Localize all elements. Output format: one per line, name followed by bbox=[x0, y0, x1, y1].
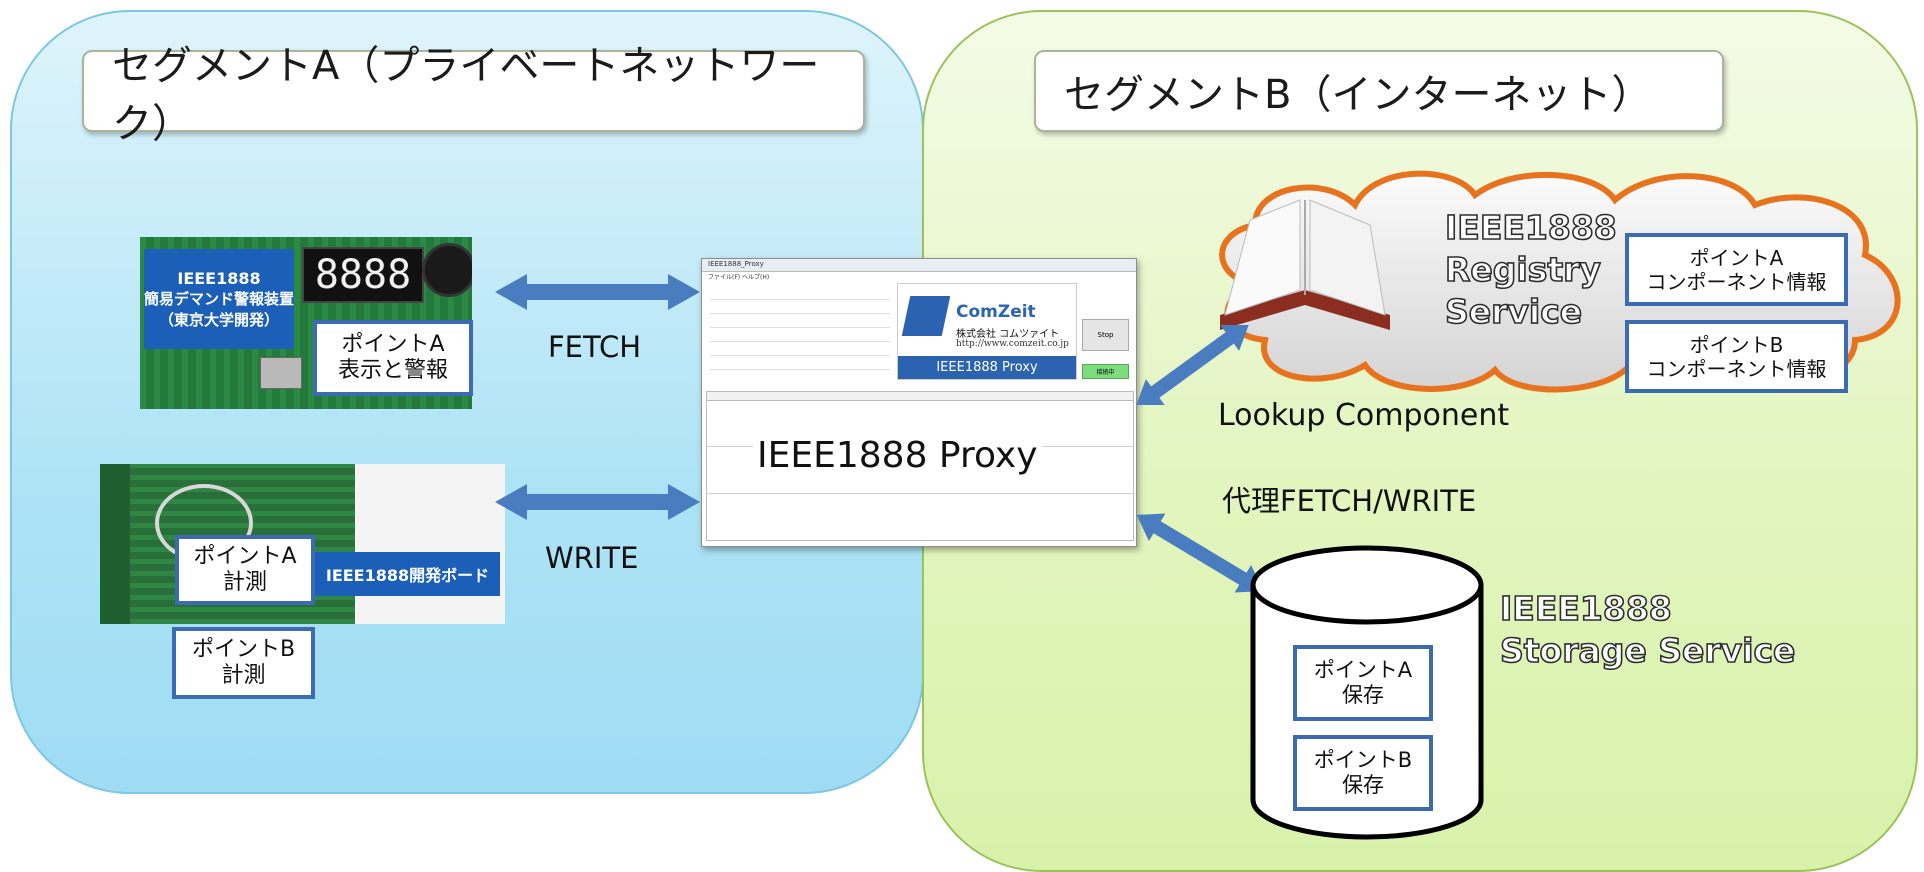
proxy-center-label: IEEE1888 Proxy bbox=[753, 435, 1042, 476]
board-label-a-line2: 簡易デマンド警報装置 bbox=[144, 289, 295, 308]
proxy-fetch-write-label: 代理FETCH/WRITE bbox=[1222, 484, 1477, 518]
segment-a-title: セグメントA（プライベートネットワーク） bbox=[82, 43, 865, 147]
storage-point-a-line1: ポイントA bbox=[1313, 657, 1413, 682]
board-label-a-line1: IEEE1888 bbox=[177, 268, 261, 288]
segment-b-title: セグメントB（インターネット） bbox=[1034, 50, 1724, 132]
proxy-app-window: IEEE1888_Proxy ファイル(F) ヘルプ(H) ComZeit 株式… bbox=[701, 258, 1137, 547]
write-label: WRITE bbox=[545, 541, 639, 575]
comzeit-brand: ComZeit bbox=[956, 302, 1036, 322]
point-b-measure-line2: 計測 bbox=[221, 663, 266, 688]
registry-point-b-box: ポイントB コンポーネント情報 bbox=[1625, 320, 1848, 393]
proxy-menu-bar: ファイル(F) ヘルプ(H) bbox=[708, 274, 770, 281]
storage-point-b-line2: 保存 bbox=[1342, 773, 1384, 797]
storage-point-b-line1: ポイントB bbox=[1313, 747, 1413, 772]
registry-title-line2: Registry bbox=[1444, 249, 1602, 290]
seven-segment-display: 8888 bbox=[302, 247, 424, 303]
board-label-a: IEEE1888 簡易デマンド警報装置 （東京大学開発） bbox=[144, 249, 294, 349]
registry-title: IEEE1888 Registry Service bbox=[1444, 207, 1617, 334]
proxy-settings-form bbox=[710, 289, 890, 384]
storage-title-line1: IEEE1888 bbox=[1499, 588, 1672, 629]
point-a-display-line1: ポイントA bbox=[341, 331, 445, 357]
proxy-fetch-write-arrow bbox=[1136, 513, 1264, 593]
storage-point-a-box: ポイントA 保存 bbox=[1293, 645, 1433, 721]
fetch-arrow bbox=[495, 274, 700, 310]
storage-point-a-line2: 保存 bbox=[1342, 683, 1384, 707]
board-label-a-line3: （東京大学開発） bbox=[158, 310, 279, 329]
fetch-label: FETCH bbox=[548, 330, 642, 364]
point-a-display-alarm-box: ポイントA 表示と警報 bbox=[313, 320, 473, 396]
point-a-measure-box: ポイントA 計測 bbox=[175, 535, 315, 605]
point-a-measure-line1: ポイントA bbox=[193, 543, 297, 569]
proxy-window-title: IEEE1888_Proxy bbox=[708, 260, 764, 268]
write-arrow bbox=[495, 484, 700, 520]
registry-point-a-box: ポイントA コンポーネント情報 bbox=[1625, 233, 1848, 306]
registry-point-a-line2: コンポーネント情報 bbox=[1646, 269, 1827, 294]
buzzer-icon bbox=[422, 243, 472, 297]
stop-button[interactable]: Stop bbox=[1082, 319, 1129, 351]
dev-board-label: IEEE1888開発ボード bbox=[315, 552, 500, 596]
point-a-measure-line2: 計測 bbox=[222, 570, 267, 595]
lookup-arrow bbox=[1135, 325, 1250, 405]
registry-point-b-line1: ポイントB bbox=[1689, 332, 1784, 357]
connector-icon bbox=[260, 357, 302, 389]
registry-point-a-line1: ポイントA bbox=[1689, 245, 1784, 270]
comzeit-company: 株式会社 コムツァイト bbox=[956, 329, 1060, 340]
comzeit-mark-icon bbox=[901, 296, 951, 336]
point-b-measure-line1: ポイントB bbox=[191, 636, 296, 662]
registry-title-line1: IEEE1888 bbox=[1444, 207, 1617, 248]
proxy-banner: IEEE1888 Proxy bbox=[898, 356, 1076, 379]
comzeit-url: http://www.comzeit.co.jp bbox=[956, 339, 1069, 349]
point-b-measure-box: ポイントB 計測 bbox=[172, 627, 315, 699]
storage-point-b-box: ポイントB 保存 bbox=[1293, 735, 1433, 811]
status-button[interactable]: 接続中 bbox=[1082, 364, 1129, 379]
lookup-component-label: Lookup Component bbox=[1218, 398, 1510, 433]
book-icon bbox=[1220, 199, 1390, 330]
registry-point-b-line2: コンポーネント情報 bbox=[1646, 356, 1827, 381]
comzeit-logo: ComZeit 株式会社 コムツァイト http://www.comzeit.c… bbox=[897, 283, 1077, 380]
registry-title-line3: Service bbox=[1444, 292, 1583, 333]
storage-title-line2: Storage Service bbox=[1499, 630, 1796, 671]
point-a-display-line2: 表示と警報 bbox=[337, 358, 448, 383]
storage-title: IEEE1888 Storage Service bbox=[1499, 588, 1796, 672]
